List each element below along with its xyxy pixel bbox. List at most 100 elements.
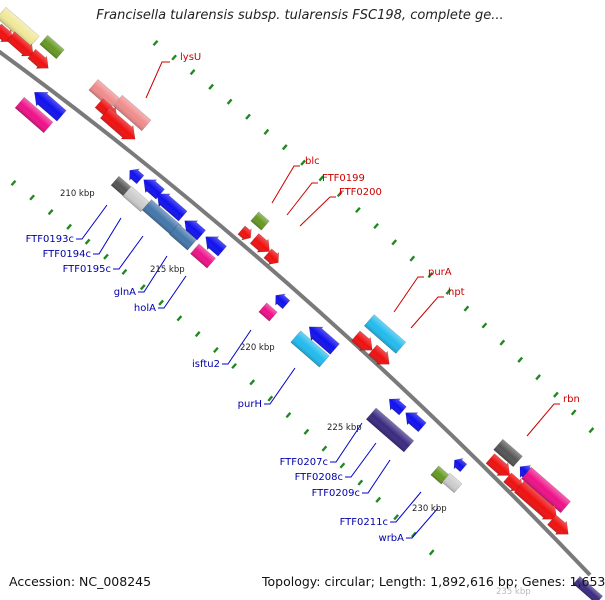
gene-label-isftu2[interactable]: isftu2 bbox=[192, 359, 220, 370]
gc-dash-inner bbox=[103, 253, 109, 260]
gene-label-purH[interactable]: purH bbox=[238, 399, 262, 410]
gene-track[interactable] bbox=[0, 6, 603, 600]
gc-dash-outer bbox=[226, 98, 233, 105]
gene-glyph-wrbA[interactable] bbox=[441, 472, 463, 494]
gc-dash-outer bbox=[481, 322, 488, 329]
gc-dash-inner bbox=[411, 531, 417, 538]
gene-glyph-top-4[interactable] bbox=[5, 30, 38, 62]
gene-glyph-b2[interactable] bbox=[125, 165, 145, 186]
gene-glyph-r2[interactable] bbox=[99, 106, 141, 146]
gene-label-glnA[interactable]: glnA bbox=[114, 287, 136, 298]
gene-glyph-b4[interactable] bbox=[152, 187, 189, 222]
gene-glyph-FTF0199[interactable] bbox=[237, 224, 256, 243]
gene-glyph-blc[interactable] bbox=[250, 211, 270, 231]
gene-label-FTF0207c[interactable]: FTF0207c bbox=[280, 457, 328, 468]
gene-glyph-FTF0207c[interactable] bbox=[365, 407, 415, 453]
gene-glyph-b10[interactable] bbox=[400, 407, 427, 434]
gene-label-purA[interactable]: purA bbox=[428, 267, 452, 278]
gene-glyph-top-3[interactable] bbox=[39, 34, 65, 60]
gene-glyph-lysU[interactable] bbox=[112, 94, 152, 132]
gene-glyph-b11[interactable] bbox=[450, 455, 468, 473]
gc-dash-outer bbox=[427, 272, 434, 279]
gene-glyph-r5[interactable] bbox=[485, 452, 516, 482]
gc-dash-inner bbox=[285, 412, 292, 419]
gene-glyph-hpt[interactable] bbox=[350, 329, 378, 356]
gene-glyph-purH[interactable] bbox=[290, 330, 330, 368]
kbp-label-210: 210 kbp bbox=[60, 189, 95, 199]
gc-dash-outer bbox=[409, 255, 416, 262]
gc-dash-inner bbox=[339, 462, 346, 469]
gc-dash-outer bbox=[391, 239, 398, 246]
gene-label-FTF0208c[interactable]: FTF0208c bbox=[295, 472, 343, 483]
gene-glyph-top-2[interactable] bbox=[0, 22, 18, 47]
gene-label-rbn[interactable]: rbn bbox=[563, 394, 580, 405]
gc-dash-outer bbox=[553, 391, 559, 398]
gene-glyph-purA[interactable] bbox=[363, 314, 407, 354]
gene-glyph-r7[interactable] bbox=[513, 479, 563, 526]
genome-backbone bbox=[0, 49, 592, 577]
gene-label-FTF0194c[interactable]: FTF0194c bbox=[43, 249, 91, 260]
gc-dash-outer bbox=[318, 175, 325, 182]
gc-dash-inner bbox=[231, 362, 237, 370]
kbp-label-225: 225 kbp bbox=[327, 423, 362, 433]
gene-glyph-glnA[interactable] bbox=[168, 223, 198, 251]
gene-label-FTF0193c[interactable]: FTF0193c bbox=[26, 234, 74, 245]
accession-text: Accession: NC_008245 bbox=[9, 574, 152, 589]
gc-content-track bbox=[10, 39, 595, 556]
forward-gene-labels[interactable]: lysU blc FTF0199 FTF0200 purA hpt rbn bbox=[180, 52, 580, 405]
gene-glyph-top-5[interactable] bbox=[26, 48, 53, 75]
gene-glyph-r4[interactable] bbox=[367, 343, 395, 370]
gc-dash-inner bbox=[84, 238, 91, 245]
gene-label-FTF0195c[interactable]: FTF0195c bbox=[63, 264, 111, 275]
gc-dash-inner bbox=[176, 315, 183, 322]
gc-dash-outer bbox=[171, 54, 177, 61]
gene-label-hpt[interactable]: hpt bbox=[448, 287, 465, 298]
kbp-label-220: 220 kbp bbox=[240, 343, 275, 353]
gc-dash-inner bbox=[303, 428, 310, 435]
gene-label-FTF0209c[interactable]: FTF0209c bbox=[312, 488, 360, 499]
gene-label-FTF0200[interactable]: FTF0200 bbox=[339, 187, 382, 198]
gene-glyph-isftu2[interactable] bbox=[258, 302, 278, 322]
gene-glyph-FTF0194c[interactable] bbox=[122, 185, 150, 213]
gene-glyph-holA[interactable] bbox=[190, 243, 216, 269]
gc-dash-inner bbox=[428, 549, 435, 556]
kbp-label-230: 230 kbp bbox=[412, 504, 447, 514]
gene-glyph-b1[interactable] bbox=[29, 85, 68, 122]
gene-label-FTF0199[interactable]: FTF0199 bbox=[322, 173, 365, 184]
gc-dash-inner bbox=[121, 268, 128, 275]
kbp-scale: 210 kbp 215 kbp 220 kbp 225 kbp 230 kbp … bbox=[60, 189, 531, 597]
gene-glyph-b8[interactable] bbox=[303, 320, 340, 356]
gc-dash-inner bbox=[139, 284, 146, 291]
gc-dash-inner bbox=[213, 346, 219, 354]
gc-dash-outer bbox=[535, 374, 541, 381]
gc-dash-inner bbox=[66, 223, 72, 230]
gene-glyph-bottom[interactable] bbox=[573, 576, 603, 600]
reverse-gene-labels[interactable]: FTF0193c FTF0194c FTF0195c glnA holA isf… bbox=[26, 234, 405, 544]
gc-dash-outer bbox=[152, 39, 159, 47]
gc-dash-outer bbox=[245, 113, 251, 120]
gene-glyph-FTF0200[interactable] bbox=[249, 232, 275, 258]
gene-label-wrbA[interactable]: wrbA bbox=[379, 533, 405, 544]
gc-dash-outer bbox=[336, 191, 343, 198]
gc-dash-outer bbox=[373, 222, 379, 230]
gc-dash-inner bbox=[249, 379, 256, 386]
kbp-label-215: 215 kbp bbox=[150, 265, 185, 275]
gene-glyph-b7[interactable] bbox=[271, 290, 291, 311]
gene-label-blc[interactable]: blc bbox=[305, 156, 320, 167]
gene-glyph-m2[interactable] bbox=[521, 466, 571, 514]
gc-dash-inner bbox=[47, 209, 54, 216]
gene-glyph-rbn[interactable] bbox=[493, 438, 523, 468]
gene-label-holA[interactable]: holA bbox=[134, 303, 156, 314]
gc-dash-outer bbox=[355, 206, 361, 214]
gene-glyph-b9[interactable] bbox=[384, 393, 407, 416]
gene-label-FTF0211c[interactable]: FTF0211c bbox=[340, 517, 388, 528]
gene-glyph-b6[interactable] bbox=[200, 230, 228, 257]
map-title: Francisella tularensis subsp. tularensis… bbox=[96, 8, 504, 23]
gc-dash-outer bbox=[281, 144, 288, 151]
gene-glyph-r8[interactable] bbox=[546, 513, 574, 540]
gene-glyph-m1[interactable] bbox=[14, 96, 54, 134]
kbp-label-235: 235 kbp bbox=[496, 587, 531, 597]
gene-label-lysU[interactable]: lysU bbox=[180, 52, 201, 63]
gene-glyph-r3[interactable] bbox=[262, 247, 283, 268]
